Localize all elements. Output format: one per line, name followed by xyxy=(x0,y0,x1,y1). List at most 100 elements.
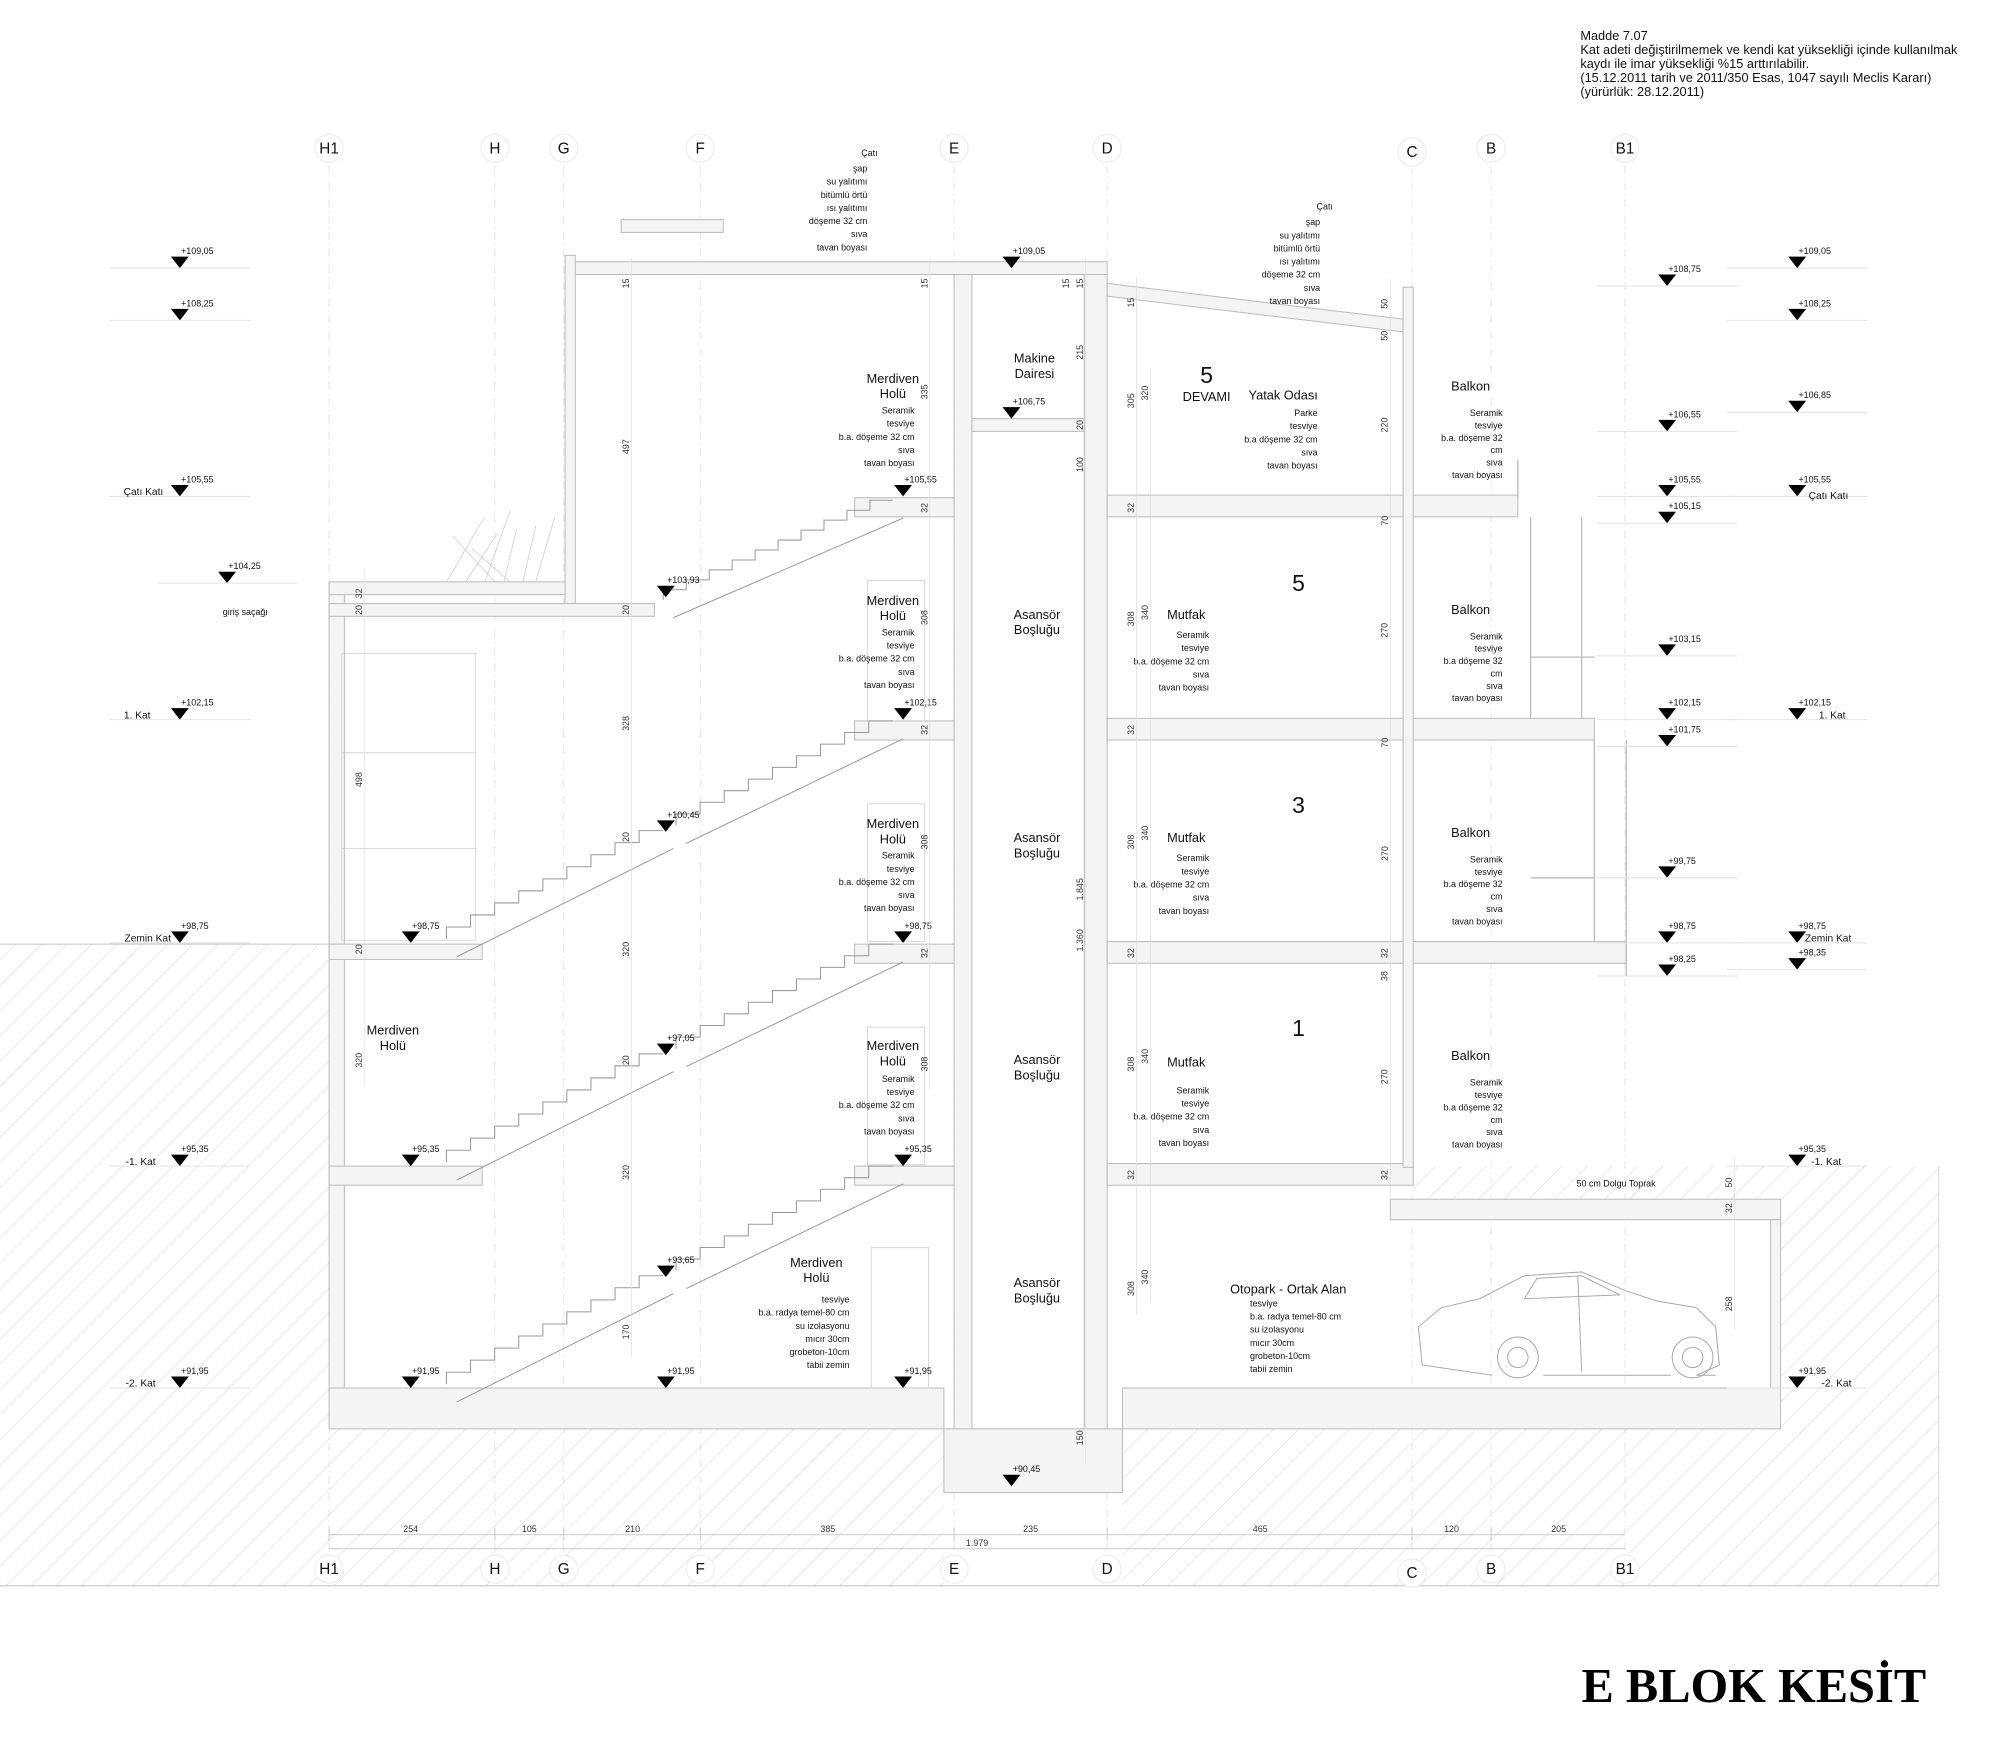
elevation-label: +93,65 xyxy=(667,1255,695,1265)
dimension-label: 20 xyxy=(1075,420,1085,430)
axis-label-top: F xyxy=(696,140,705,157)
note-line: Kat adeti değiştirilmemek ve kendi kat y… xyxy=(1580,42,1958,57)
dimension-label: 335 xyxy=(919,384,929,399)
elevation-label: +98,75 xyxy=(181,921,209,931)
dimension-label: 150 xyxy=(1075,1430,1085,1445)
layer-label: grobeton-10cm xyxy=(1250,1351,1310,1361)
level-marker-icon xyxy=(894,484,912,497)
axis-bubble xyxy=(1397,1558,1427,1588)
elevation-label: +95,35 xyxy=(1798,1144,1826,1154)
axis-label-top: B1 xyxy=(1616,140,1635,157)
fill-soil-label: 50 cm Dolgu Toprak xyxy=(1577,1178,1657,1188)
room-title-stair-hall: Merdiven xyxy=(867,1038,919,1053)
dimension-label: 50 xyxy=(1724,1178,1734,1188)
level-marker-icon xyxy=(656,1043,675,1056)
drawing-annotations: H1H1HHGGFFEEDDCCBBB1B1+109,05+108,25+105… xyxy=(109,133,1868,1588)
layer-label: tavan boyası xyxy=(1452,693,1503,703)
level-marker-icon xyxy=(1658,644,1677,656)
level-marker-icon xyxy=(656,1376,675,1389)
level-marker-icon xyxy=(218,571,236,584)
roof-layer-title: Çatı xyxy=(861,148,877,158)
elevation-label: +95,35 xyxy=(412,1144,440,1154)
axis-label-bottom: C xyxy=(1406,1565,1417,1582)
dimension-label: 15 xyxy=(919,278,929,288)
axis-label-top: C xyxy=(1406,144,1417,161)
room-title-stair-hall: Holü xyxy=(880,1053,906,1068)
level-marker-icon xyxy=(1788,1376,1807,1389)
elevation-label: +108,75 xyxy=(1668,264,1700,274)
ground-soil-hatch xyxy=(0,943,1940,1587)
layer-label: b.a. döşeme 32 cm xyxy=(839,877,915,887)
room-title-stair-hall: Holü xyxy=(880,386,906,401)
dimension-label: 308 xyxy=(1126,835,1136,850)
dimension-label: 20 xyxy=(621,832,631,842)
dimension-label: 32 xyxy=(1126,725,1136,735)
floor-label-roof: Çatı Katı xyxy=(1809,491,1849,502)
level-marker-icon xyxy=(1788,400,1807,413)
level-marker-icon xyxy=(894,931,912,943)
floor-number: 5 xyxy=(1200,362,1213,388)
level-marker-icon xyxy=(1788,256,1807,269)
level-marker-icon xyxy=(894,708,912,720)
elevation-label: +108,25 xyxy=(1798,298,1830,308)
layer-label: mıcır 30cm xyxy=(805,1334,849,1344)
roof-layer: ısı yalıtımı xyxy=(1280,257,1321,267)
roof-layer: bitümlü örtü xyxy=(1274,243,1321,253)
layer-label: sıva xyxy=(1193,669,1209,679)
level-marker-icon xyxy=(1658,274,1677,286)
layer-label: Seramik xyxy=(1470,855,1503,865)
layer-label: tesviye xyxy=(822,1295,850,1305)
dimension-label: 385 xyxy=(820,1524,835,1534)
elevation-label: +101,75 xyxy=(1668,724,1700,734)
layer-label: grobeton-10cm xyxy=(790,1347,850,1357)
axis-bubble xyxy=(1397,137,1427,167)
floor-label-ground: Zemin Kat xyxy=(1805,934,1852,945)
level-marker-icon xyxy=(1658,419,1677,432)
stair-flight xyxy=(662,499,893,600)
dimension-label: 270 xyxy=(1380,1069,1390,1084)
dimension-label: 170 xyxy=(621,1324,631,1339)
level-marker-icon xyxy=(401,1376,420,1389)
layer-label: tesviye xyxy=(887,864,915,874)
layer-label: Seramik xyxy=(882,851,915,861)
floor-label-basement2: -2. Kat xyxy=(1821,1379,1851,1390)
elevation-label: +109,05 xyxy=(181,246,213,256)
floor-number: 1 xyxy=(1292,1015,1305,1041)
room-title-elevator-shaft: Boşluğu xyxy=(1014,622,1060,637)
layer-label: Seramik xyxy=(1470,408,1503,418)
layer-label: Seramik xyxy=(1470,631,1503,641)
room-title-elevator-shaft: Asansör xyxy=(1014,1052,1062,1067)
room-title-stair-hall: Holü xyxy=(880,608,906,623)
elevation-label: +91,95 xyxy=(181,1366,209,1376)
layer-label: tesviye xyxy=(1475,420,1503,430)
car-illustration xyxy=(1417,1271,1720,1379)
layer-label: Seramik xyxy=(882,627,915,637)
layer-label: tavan boyası xyxy=(864,1126,915,1136)
stair-soffit xyxy=(456,1071,674,1181)
dimension-label: 32 xyxy=(919,725,929,735)
dimension-label: 120 xyxy=(1444,1524,1459,1534)
level-marker-icon xyxy=(170,308,189,321)
room-title-kitchen: Mutfak xyxy=(1167,830,1206,845)
elevation-label: +109,05 xyxy=(1013,246,1045,256)
layer-label: su izolasyonu xyxy=(1250,1325,1304,1335)
layer-label: tavan boyası xyxy=(1159,683,1210,693)
layer-label: tavan boyası xyxy=(1159,1138,1210,1148)
elevation-label: +95,35 xyxy=(181,1144,209,1154)
staircase-flights xyxy=(445,499,904,1403)
room-title-stair-hall: Merdiven xyxy=(867,371,919,386)
elevation-label: +103,15 xyxy=(1668,634,1700,644)
axis-bubble xyxy=(480,1554,510,1584)
elevation-label: +98,75 xyxy=(1798,921,1826,931)
layer-label: sıva xyxy=(1486,458,1502,468)
layer-label: sıva xyxy=(1301,447,1317,457)
roof-layer: döşeme 32 cm xyxy=(1262,270,1320,280)
axis-label-top: D xyxy=(1102,140,1113,157)
stair-flight xyxy=(445,830,664,940)
roof-layer: tavan boyası xyxy=(817,242,868,252)
dimension-label: 100 xyxy=(1075,457,1085,472)
level-marker-icon xyxy=(1658,734,1677,747)
dimension-label: 15 xyxy=(1075,278,1085,288)
layer-label: sıva xyxy=(1193,1125,1209,1135)
layer-label: b.a döşeme 32 cm xyxy=(1244,434,1317,444)
